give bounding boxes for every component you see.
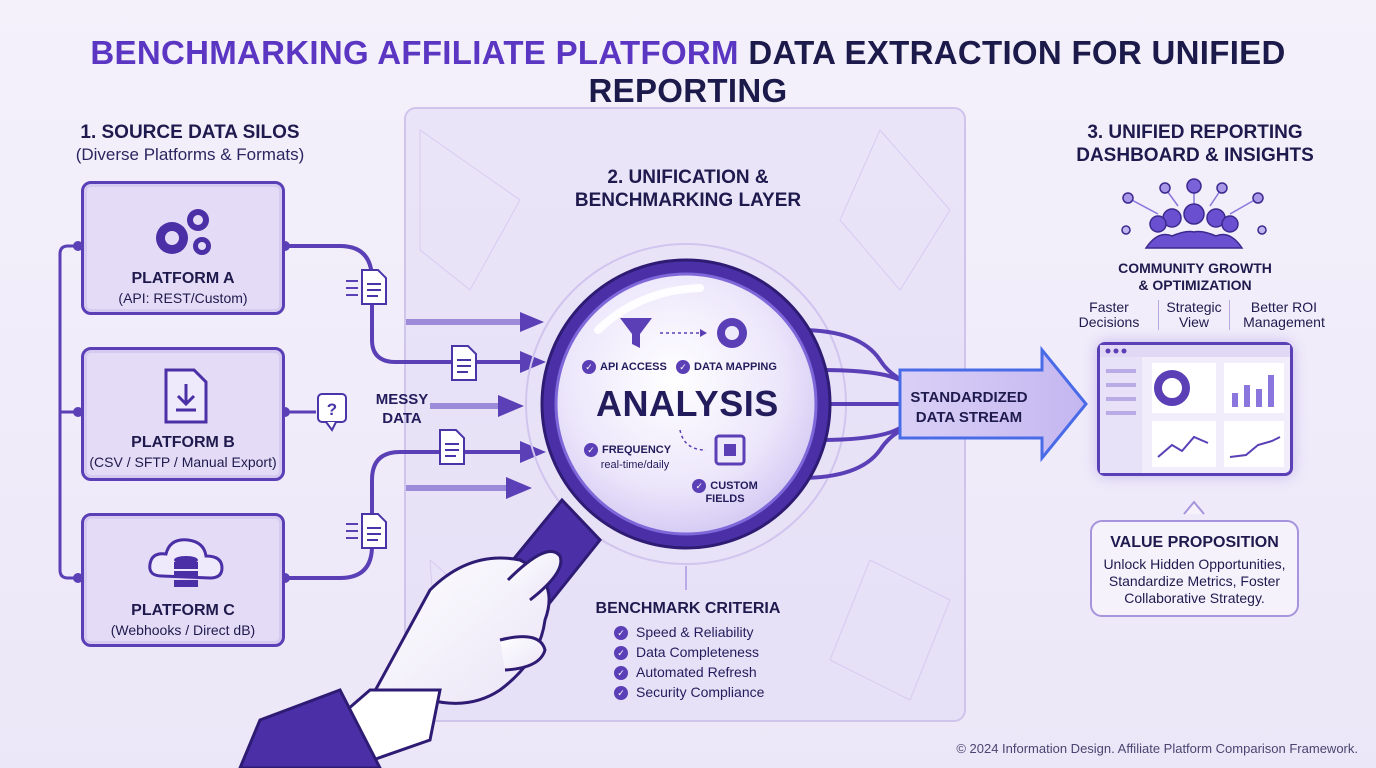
download-file-icon: [164, 368, 208, 424]
question-bubble-icon: ?: [317, 393, 347, 432]
criteria-item: ✓Speed & Reliability: [614, 622, 794, 642]
community-icon: [1121, 178, 1267, 249]
value-proposition-box: VALUE PROPOSITION Unlock Hidden Opportun…: [1090, 520, 1299, 617]
community-label: COMMUNITY GROWTH & OPTIMIZATION: [1118, 260, 1272, 293]
chip-icon: [714, 434, 746, 466]
frequency-label: ✓FREQUENCY: [584, 443, 671, 457]
criteria-item: ✓Data Completeness: [614, 642, 794, 662]
platform-b-name: PLATFORM B: [131, 434, 235, 451]
standardized-stream-arrow: [898, 345, 1088, 463]
reporting-heading: 3. UNIFIED REPORTING DASHBOARD & INSIGHT…: [1076, 122, 1314, 166]
page-title: BENCHMARKING AFFILIATE PLATFORM DATA EXT…: [0, 34, 1376, 110]
title-highlight: BENCHMARKING AFFILIATE PLATFORM: [90, 34, 739, 71]
lens-glass: [554, 272, 818, 536]
hand-illustration: [238, 497, 602, 768]
api-access-label: ✓API ACCESS: [582, 360, 667, 374]
messy-data-label: MESSY DATA: [375, 391, 429, 427]
platform-a-card: PLATFORM A (API: REST/Custom): [81, 181, 285, 315]
check-icon: ✓: [614, 666, 628, 681]
title-rest: DATA EXTRACTION FOR UNIFIED REPORTING: [588, 34, 1286, 109]
svg-text:?: ?: [327, 400, 337, 419]
stream-label: STANDARDIZED DATA STREAM: [910, 389, 1028, 426]
dashboard-charts-icon: [1100, 345, 1290, 473]
unification-heading: 2. UNIFICATION & BENCHMARKING LAYER: [574, 167, 802, 211]
check-icon: ✓: [582, 360, 596, 374]
criteria-item: ✓Security Compliance: [614, 682, 794, 702]
check-icon: ✓: [676, 360, 690, 374]
criteria-heading: BENCHMARK CRITERIA: [595, 600, 781, 617]
check-icon: ✓: [614, 646, 628, 661]
footer-credit: © 2024 Information Design. Affiliate Pla…: [956, 741, 1358, 756]
platform-c-name: PLATFORM C: [131, 602, 235, 619]
dashboard-illustration: [1097, 342, 1293, 476]
gears-icon: [156, 209, 211, 255]
platform-b-card: PLATFORM B (CSV / SFTP / Manual Export): [81, 347, 285, 481]
platform-c-desc: (Webhooks / Direct dB): [110, 622, 256, 638]
check-icon: ✓: [692, 479, 707, 493]
check-icon: ✓: [614, 626, 628, 641]
document-icon-3: [439, 429, 465, 465]
value-heading: VALUE PROPOSITION: [1110, 534, 1279, 551]
criteria-list: ✓Speed & Reliability ✓Data Completeness …: [614, 622, 794, 702]
custom-fields-label: ✓CUSTOM FIELDS: [692, 479, 758, 506]
platform-b-desc: (CSV / SFTP / Manual Export): [89, 454, 277, 470]
frequency-sub: real-time/daily: [600, 459, 670, 471]
source-subheading: (Diverse Platforms & Formats): [75, 145, 305, 164]
check-icon: ✓: [614, 686, 628, 701]
cloud-database-icon: [148, 538, 224, 587]
document-icon-1: [361, 269, 387, 305]
value-text: Unlock Hidden Opportunities, Standardize…: [1103, 556, 1286, 606]
funnel-icon: [620, 318, 652, 348]
gear-check-icon: [717, 318, 747, 348]
document-icon-2: [451, 345, 477, 381]
check-icon: ✓: [584, 443, 598, 457]
criteria-item: ✓Automated Refresh: [614, 662, 794, 682]
flow-a: [285, 244, 520, 364]
platform-a-desc: (API: REST/Custom): [118, 290, 248, 306]
platform-a-name: PLATFORM A: [131, 270, 235, 287]
document-icon-4: [361, 513, 387, 549]
lens-title: ANALYSIS: [596, 383, 779, 424]
platform-c-card: PLATFORM C (Webhooks / Direct dB): [81, 513, 285, 647]
source-heading: 1. SOURCE DATA SILOS: [80, 122, 300, 143]
data-mapping-label: ✓DATA MAPPING: [676, 360, 777, 374]
